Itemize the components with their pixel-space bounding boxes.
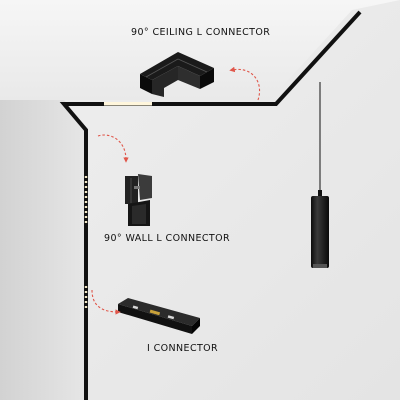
wall-l-connector-icon — [125, 174, 152, 226]
curved-arrow-icon — [229, 66, 260, 101]
ceiling-area — [0, 0, 400, 100]
ceiling-l-connector-icon — [140, 52, 214, 97]
pendant-light-icon — [311, 82, 329, 268]
track-rail — [59, 10, 362, 400]
ceiling-led-strip — [104, 102, 152, 106]
wall-connector-label: 90° WALL L CONNECTOR — [104, 233, 230, 244]
wall-led-dots — [84, 176, 88, 308]
curved-arrow-icon — [97, 134, 129, 163]
i-connector-label: I CONNECTOR — [147, 343, 219, 354]
left-wall-area — [0, 100, 86, 400]
i-connector-icon — [118, 298, 200, 334]
ceiling-connector-label: 90° CEILING L CONNECTOR — [131, 27, 271, 38]
curved-arrow-icon — [91, 289, 121, 315]
